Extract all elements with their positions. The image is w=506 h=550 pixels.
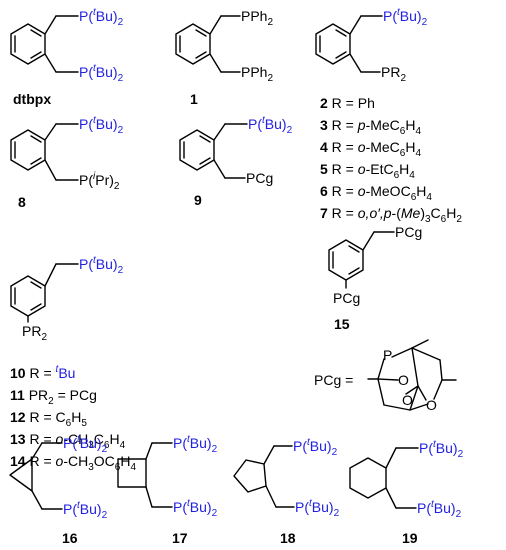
list-item: 3 R = p-MeC6H4 — [320, 117, 421, 137]
ptbu2-label: P(tBu)2 — [248, 115, 293, 136]
pr2-label: PR2 — [381, 64, 406, 84]
structure-2-7: P(tBu)2 PR2 — [315, 7, 428, 84]
compound-number: 17 — [172, 530, 188, 546]
pcg-label: PCg — [246, 170, 273, 186]
pr2-label: PR2 — [22, 323, 47, 343]
list-item: 11 PR2 = PCg — [10, 387, 97, 407]
ptbu2-label: P(tBu)2 — [173, 498, 218, 519]
pph2-label: PPh2 — [241, 64, 273, 84]
benzene-ring — [10, 129, 46, 171]
compound-number: 8 — [18, 194, 26, 210]
cyclopropane-ring — [9, 458, 33, 492]
ptbu2-label: P(tBu)2 — [383, 7, 428, 28]
list-item: 5 R = o-EtC6H4 — [320, 161, 415, 181]
ptbu2-label: P(tBu)2 — [295, 498, 340, 519]
pcg-label: PCg — [333, 290, 360, 306]
structure-8: P(tBu)2 P(iPr)2 8 — [10, 115, 124, 210]
structure-9: P(tBu)2 PCg 9 — [179, 115, 293, 208]
structure-19: P(tBu)2 P(tBu)2 19 — [349, 439, 464, 546]
ptbu2-label: P(tBu)2 — [419, 439, 464, 460]
structure-15: PCg PCg 15 — [328, 224, 422, 332]
compound-number: 9 — [194, 192, 202, 208]
ptbu2-label: P(tBu)2 — [293, 437, 338, 458]
pcg-label: PCg — [395, 224, 422, 240]
cyclopentane-ring — [233, 459, 267, 493]
compound-number: 16 — [62, 530, 78, 546]
structure-17: P(tBu)2 P(tBu)2 17 — [117, 434, 218, 546]
ptbu2-label: P(tBu)2 — [417, 499, 462, 520]
list-item: 12 R = C6H5 — [10, 409, 87, 429]
structure-18: P(tBu)2 P(tBu)2 18 — [233, 437, 340, 546]
oxygen-atom: O — [426, 397, 437, 413]
pph2-label: PPh2 — [241, 8, 273, 28]
list-item: 7 R = o,o′,p-(Me)3C6H2 — [320, 205, 462, 225]
list-item: 10 R = tBu — [10, 364, 75, 381]
structure-dtbpx: P(tBu)2 P(tBu)2 dtbpx — [10, 7, 124, 107]
list-item: 6 R = o-MeOC6H4 — [320, 183, 432, 203]
oxygen-atom: O — [402, 392, 413, 408]
benzene-ring — [315, 23, 351, 65]
phosphorus-atom: P — [383, 347, 392, 363]
benzene-ring — [10, 23, 46, 65]
oxygen-atom: O — [398, 372, 409, 388]
ptbu2-label: P(tBu)2 — [79, 255, 124, 276]
ptbu2-label: P(tBu)2 — [79, 63, 124, 84]
cyclohexane-ring — [349, 457, 387, 499]
ptbu2-label: P(tBu)2 — [79, 7, 124, 28]
ptbu2-label: P(tBu)2 — [173, 434, 218, 455]
compound-number: 18 — [280, 530, 296, 546]
structure-16: P(tBu)2 P(tBu)2 16 — [9, 434, 108, 546]
pcg-definition: PCg = P O O O — [314, 339, 457, 413]
list-item: 4 R = o-MeC6H4 — [320, 139, 421, 159]
pipr2-label: P(iPr)2 — [79, 171, 120, 192]
benzene-ring — [179, 129, 215, 171]
ptbu2-label: P(tBu)2 — [63, 434, 108, 455]
structure-1: PPh2 PPh2 1 — [175, 8, 273, 107]
benzene-ring — [175, 23, 211, 65]
compound-number: 15 — [334, 316, 350, 332]
pcg-definition-label: PCg = — [314, 372, 353, 388]
ptbu2-label: P(tBu)2 — [63, 500, 108, 521]
benzene-ring — [10, 275, 46, 317]
substituent-list-2-7: 2 R = Ph 3 R = p-MeC6H4 4 R = o-MeC6H4 5… — [320, 95, 462, 225]
ptbu2-label: P(tBu)2 — [79, 115, 124, 136]
compound-number: dtbpx — [13, 91, 51, 107]
benzene-ring — [328, 239, 364, 281]
compound-number: 19 — [402, 530, 418, 546]
structure-10-14: P(tBu)2 PR2 — [10, 255, 124, 343]
compound-number: 1 — [190, 91, 198, 107]
list-item: 2 R = Ph — [320, 95, 375, 111]
substituent-list-10-14: 10 R = tBu 11 PR2 = PCg 12 R = C6H5 13 R… — [10, 364, 136, 473]
